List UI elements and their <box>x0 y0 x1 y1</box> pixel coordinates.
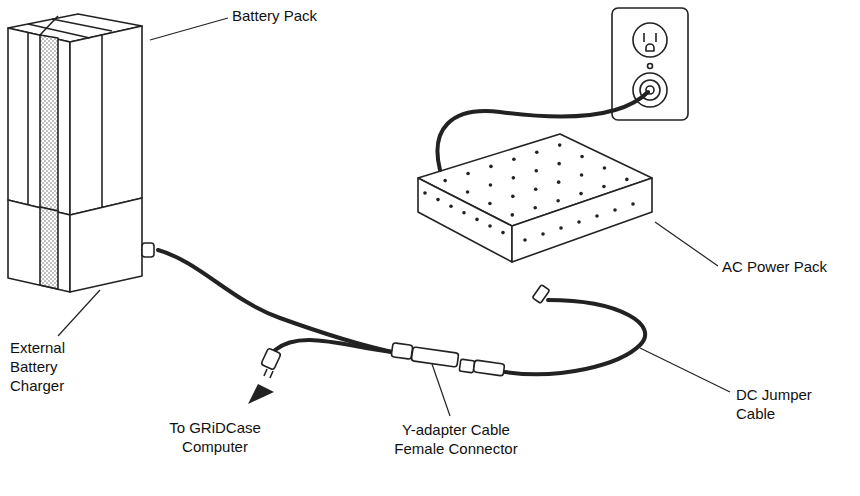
part-label: External Battery Charger <box>10 338 90 395</box>
direction-arrow <box>248 384 274 404</box>
leader-lines <box>58 18 730 416</box>
wall-outlet <box>612 8 688 120</box>
part-label: To GRiDCase Computer <box>160 418 270 456</box>
cables <box>158 92 648 374</box>
ac-power-pack <box>418 134 652 303</box>
connectors <box>261 343 505 378</box>
part-label: Y-adapter Cable Female Connector <box>386 420 526 458</box>
part-label: DC Jumper Cable <box>736 385 826 423</box>
part-label: AC Power Pack <box>722 257 852 276</box>
battery-charger <box>8 198 154 292</box>
part-label: Battery Pack <box>232 6 352 25</box>
battery-pack <box>8 14 142 215</box>
